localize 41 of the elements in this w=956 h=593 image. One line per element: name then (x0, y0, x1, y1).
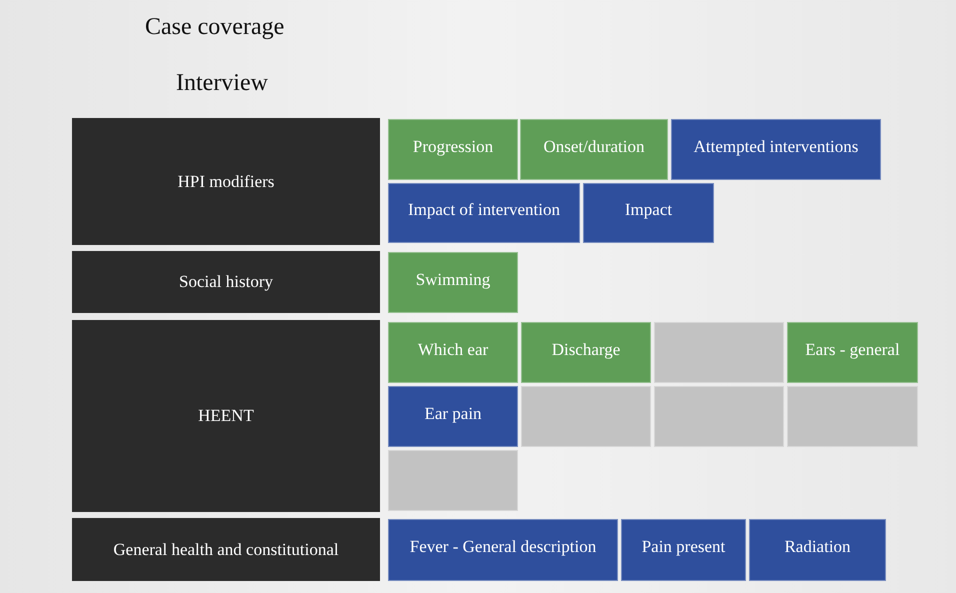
tile-label: Which ear (418, 340, 488, 360)
empty-tile (787, 386, 918, 447)
tile-label: Progression (412, 136, 494, 156)
tile-label: General health and constitutional (113, 540, 339, 560)
tile-label: Ear pain (424, 404, 482, 424)
tile-label: Social history (179, 272, 273, 292)
topic-tile (388, 386, 518, 447)
topic-tile (583, 183, 714, 243)
topic-tile (388, 119, 518, 180)
section-heading: Interview (176, 70, 268, 97)
topic-tile (388, 322, 518, 383)
category-box (72, 251, 380, 313)
topic-tile (388, 519, 618, 581)
topic-tile (621, 519, 746, 581)
topic-tile (787, 322, 918, 383)
empty-tile (388, 450, 518, 511)
tile-label: HEENT (198, 406, 254, 426)
tile-label: Fever - General description (410, 537, 596, 557)
category-box (72, 320, 380, 512)
title: Case coverage (145, 14, 284, 41)
tile-label: Ears - general (805, 340, 900, 360)
topic-tile (388, 183, 580, 243)
tile-label: Onset/duration (543, 136, 645, 156)
tile-label: Discharge (552, 340, 620, 360)
tile-label: Swimming (416, 270, 490, 290)
topic-tile (521, 322, 651, 383)
topic-tile (749, 519, 886, 581)
tile-label: Attempted interventions (694, 136, 858, 156)
tile-label: Pain present (642, 537, 726, 557)
topic-tile (671, 119, 881, 180)
empty-tile (521, 386, 651, 447)
topic-tile (520, 119, 668, 180)
empty-tile (654, 386, 784, 447)
tile-label: Radiation (784, 537, 851, 557)
empty-tile (654, 322, 784, 383)
category-box (72, 118, 380, 245)
tile-label: HPI modifiers (178, 172, 274, 192)
tile-label: Impact of intervention (408, 200, 560, 220)
topic-tile (388, 252, 518, 313)
category-box (72, 518, 380, 581)
tile-label: Impact (624, 200, 672, 220)
